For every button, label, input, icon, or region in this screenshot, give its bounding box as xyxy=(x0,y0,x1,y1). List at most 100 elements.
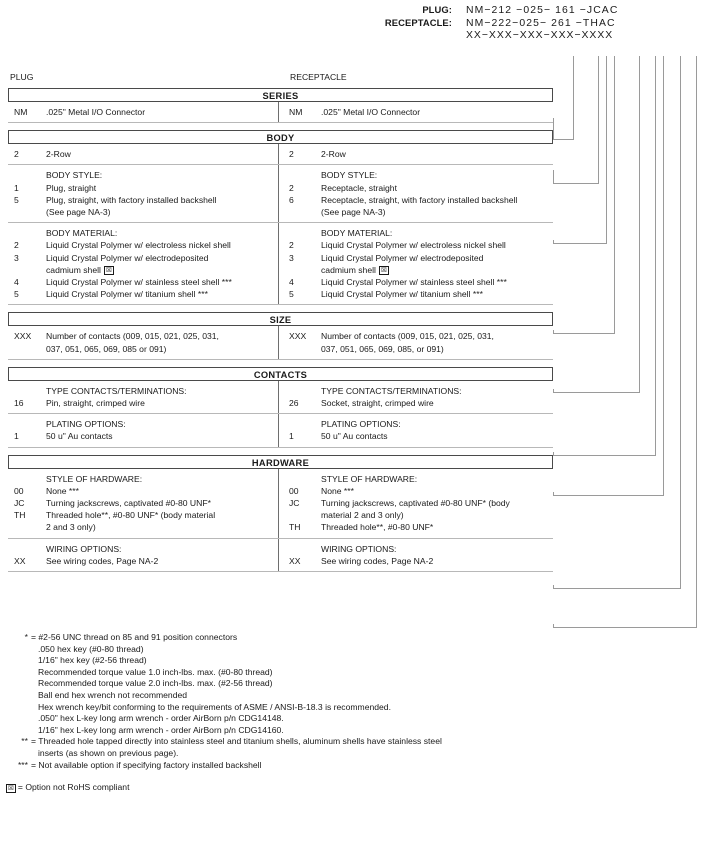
leader-line-contacts-type xyxy=(655,65,656,455)
option-description: Pin, straight, crimped wire xyxy=(46,398,145,409)
option-description: 50 u" Au contacts xyxy=(321,431,388,442)
option-description: Liquid Crystal Polymer w/ stainless stee… xyxy=(321,277,507,288)
option-description-continued: material 2 and 3 only) xyxy=(321,510,404,521)
option-row[interactable]: 1 Plug, straight xyxy=(14,182,278,194)
option-group-heading: STYLE OF HARDWARE: xyxy=(46,473,143,484)
section-spacer xyxy=(8,448,553,455)
option-row[interactable]: XXX Number of contacts (009, 015, 021, 02… xyxy=(289,330,553,354)
option-code: 2 xyxy=(289,182,294,193)
leader-elbow-body-material xyxy=(553,333,615,334)
option-description-continued: (See page NA-3) xyxy=(46,207,111,218)
leader-elbow-hardware-wiring xyxy=(553,627,697,628)
option-code: 2 xyxy=(14,149,19,160)
part-number-row-mask: XX−XXX−XXX−XXX−XXXX xyxy=(330,30,702,43)
option-description: Receptacle, straight, with factory insta… xyxy=(321,194,553,218)
option-code: TH xyxy=(14,510,26,521)
tick-mark xyxy=(606,56,607,65)
receptacle-label: RECEPTACLE: xyxy=(384,17,452,28)
option-group: XXX Number of contacts (009, 015, 021, 02… xyxy=(8,326,553,360)
receptacle-part-number: NM−222−025− 261 −THAC xyxy=(466,18,616,29)
tick-mark xyxy=(573,56,574,65)
option-code: XXX xyxy=(289,331,307,342)
footnote-text: = Not available option if specifying fac… xyxy=(31,759,262,770)
option-description: 2-Row xyxy=(321,149,346,160)
leader-stem-left xyxy=(553,452,554,456)
option-description: Plug, straight xyxy=(46,182,97,193)
option-description: 50 u" Au contacts xyxy=(46,431,113,442)
option-group-heading: WIRING OPTIONS: xyxy=(321,543,397,554)
part-number-header: PLUG: NM−212 −025− 161 −JCAC RECEPTACLE:… xyxy=(330,4,702,43)
section-band-hardware: HARDWARE xyxy=(8,454,553,469)
option-description: Liquid Crystal Polymer w/ electrodeposit… xyxy=(46,252,278,276)
leader-stem-left xyxy=(553,118,554,140)
option-row[interactable]: NM.025" Metal I/O Connector xyxy=(289,106,553,118)
footnote-subline: 1/16" hex L-key long arm wrench - order … xyxy=(38,724,284,735)
tick-mark xyxy=(655,56,656,65)
option-description-continued: 037, 051, 065, 069, 085, or 091) xyxy=(321,343,444,354)
footnote: **= Threaded hole tapped directly into s… xyxy=(6,736,606,748)
footnote-subline: Recommended torque value 1.0 inch-lbs. m… xyxy=(38,666,273,677)
rohs-legend-text: = Option not RoHS compliant xyxy=(17,782,130,793)
option-code: 5 xyxy=(14,289,19,300)
option-code: JC xyxy=(14,498,25,509)
tick-mark xyxy=(614,56,615,65)
section-band-contacts: CONTACTS xyxy=(8,366,553,381)
option-group-heading: BODY STYLE: xyxy=(46,170,103,181)
option-description: .025" Metal I/O Connector xyxy=(321,107,421,117)
option-description: Number of contacts (009, 015, 021, 025, … xyxy=(321,330,553,354)
option-row[interactable]: NM.025" Metal I/O Connector xyxy=(14,106,278,118)
footnote-marker: * xyxy=(24,632,28,642)
part-number-row-plug: PLUG: NM−212 −025− 161 −JCAC xyxy=(330,4,702,17)
column-caption-plug: PLUG xyxy=(10,72,34,82)
option-code: 5 xyxy=(289,289,294,300)
option-code: 1 xyxy=(14,182,19,193)
option-code: XX xyxy=(289,555,301,566)
section-band-body: BODY xyxy=(8,130,553,145)
option-group-heading: BODY STYLE: xyxy=(321,170,378,181)
leader-line-hardware-style xyxy=(680,65,681,588)
part-number-mask: XX−XXX−XXX−XXX−XXXX xyxy=(466,30,614,41)
tick-mark xyxy=(663,56,664,65)
leader-elbow-series xyxy=(553,139,574,140)
option-code: 3 xyxy=(289,252,294,263)
footnote-subline: 1/16" hex key (#2-56 thread) xyxy=(38,655,147,666)
option-description: Receptacle, straight xyxy=(321,182,397,193)
option-row[interactable]: 2 Receptacle, straight xyxy=(289,182,553,194)
leader-elbow-contacts-plating xyxy=(553,495,664,496)
